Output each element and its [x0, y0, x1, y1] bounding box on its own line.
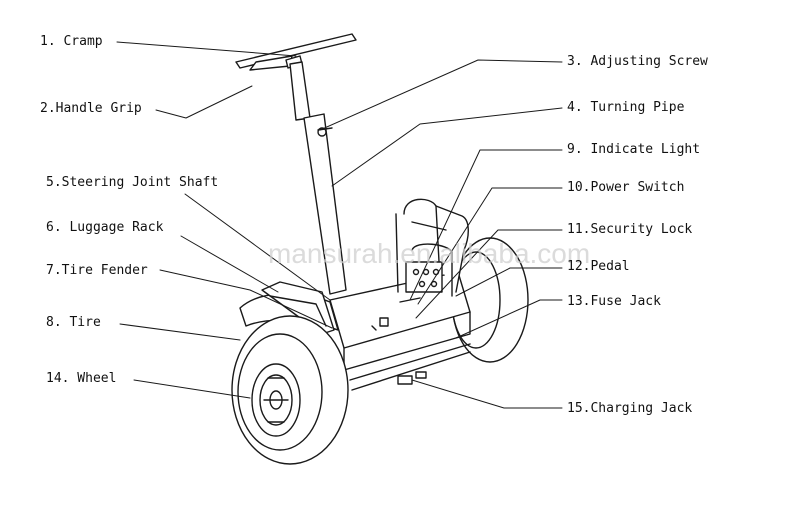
label-cramp: 1. Cramp: [40, 34, 103, 49]
left-wheel-icon: [231, 315, 349, 465]
label-handle-grip: 2.Handle Grip: [40, 101, 142, 116]
leader-lines: [116, 41, 563, 409]
label-power-switch: 10.Power Switch: [567, 180, 685, 195]
label-pedal: 12.Pedal: [567, 259, 630, 274]
label-luggage-rack: 6. Luggage Rack: [46, 220, 164, 235]
label-security-lock: 11.Security Lock: [567, 222, 693, 237]
steering-column-icon: [289, 61, 347, 295]
label-adjusting-screw: 3. Adjusting Screw: [567, 54, 708, 69]
label-turning-pipe: 4. Turning Pipe: [567, 100, 685, 115]
label-tire-fender: 7.Tire Fender: [46, 263, 148, 278]
label-tire: 8. Tire: [46, 315, 101, 330]
label-fuse-jack: 13.Fuse Jack: [567, 294, 661, 309]
label-charging-jack: 15.Charging Jack: [567, 401, 693, 416]
label-steering-joint-shaft: 5.Steering Joint Shaft: [46, 175, 219, 190]
label-indicate-light: 9. Indicate Light: [567, 142, 701, 157]
label-wheel: 14. Wheel: [46, 371, 117, 386]
platform-icon: [329, 271, 471, 391]
watermark: mansurah.en.alibaba.com: [268, 238, 591, 269]
luggage-rack-icon: [395, 198, 469, 297]
